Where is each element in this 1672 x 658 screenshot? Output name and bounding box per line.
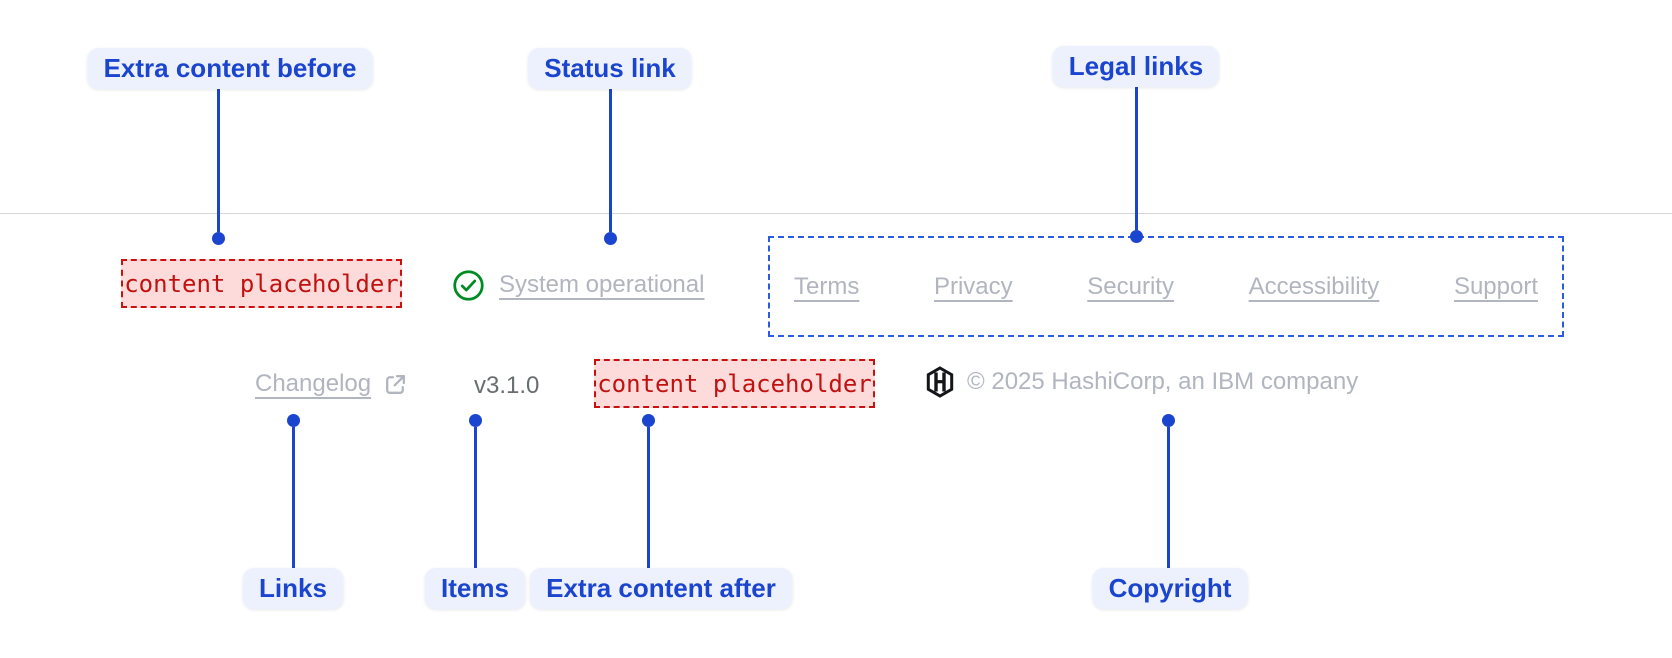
legal-link-accessibility[interactable]: Accessibility [1248,272,1380,300]
annotation-dot [468,413,482,427]
legal-link-privacy[interactable]: Privacy [933,272,1013,300]
annotation-line [646,427,650,568]
annotation-line [1166,427,1170,568]
copyright: © 2025 HashiCorp, an IBM company [926,366,1358,398]
hashicorp-logo [926,366,954,398]
extra-content-before-placeholder: content placeholder [121,259,402,308]
annotation-dot [286,413,300,427]
legal-link-security[interactable]: Security [1087,272,1174,300]
annotation-line [216,89,220,232]
annotation-dot [641,413,655,427]
check-circle-icon [452,269,485,302]
annotation-dot [1129,229,1143,243]
annotation-label: Status link [528,48,692,89]
annotation-label: Copyright [1092,568,1248,609]
annotation-label: Items [425,568,525,609]
legal-link-support[interactable]: Support [1453,272,1538,300]
annotation-line [608,89,612,232]
changelog-link[interactable]: Changelog [255,368,408,400]
annotation-line [291,427,295,568]
annotation-line [473,427,477,568]
annotation-label: Extra content after [530,568,792,609]
changelog-label: Changelog [255,370,372,397]
annotation-label: Links [243,568,343,609]
placeholder-text: content placeholder [124,269,399,298]
annotation-dot [211,231,225,245]
copyright-text: © 2025 HashiCorp, an IBM company [967,368,1359,395]
annotation-line [1134,87,1138,230]
annotation-dot [603,231,617,245]
placeholder-text: content placeholder [597,369,872,398]
legal-link-terms[interactable]: Terms [794,272,860,300]
external-link-icon [383,372,408,397]
legal-links-group: Terms Privacy Security Accessibility Sup… [768,236,1564,337]
top-divider [0,213,1672,214]
annotation-label: Legal links [1052,46,1220,87]
status-label: System operational [499,271,705,298]
annotation-dot [1161,413,1175,427]
version-text: v3.1.0 [474,372,540,399]
extra-content-after-placeholder: content placeholder [594,359,875,408]
status-link[interactable]: System operational [452,268,704,302]
annotation-label: Extra content before [87,48,373,89]
